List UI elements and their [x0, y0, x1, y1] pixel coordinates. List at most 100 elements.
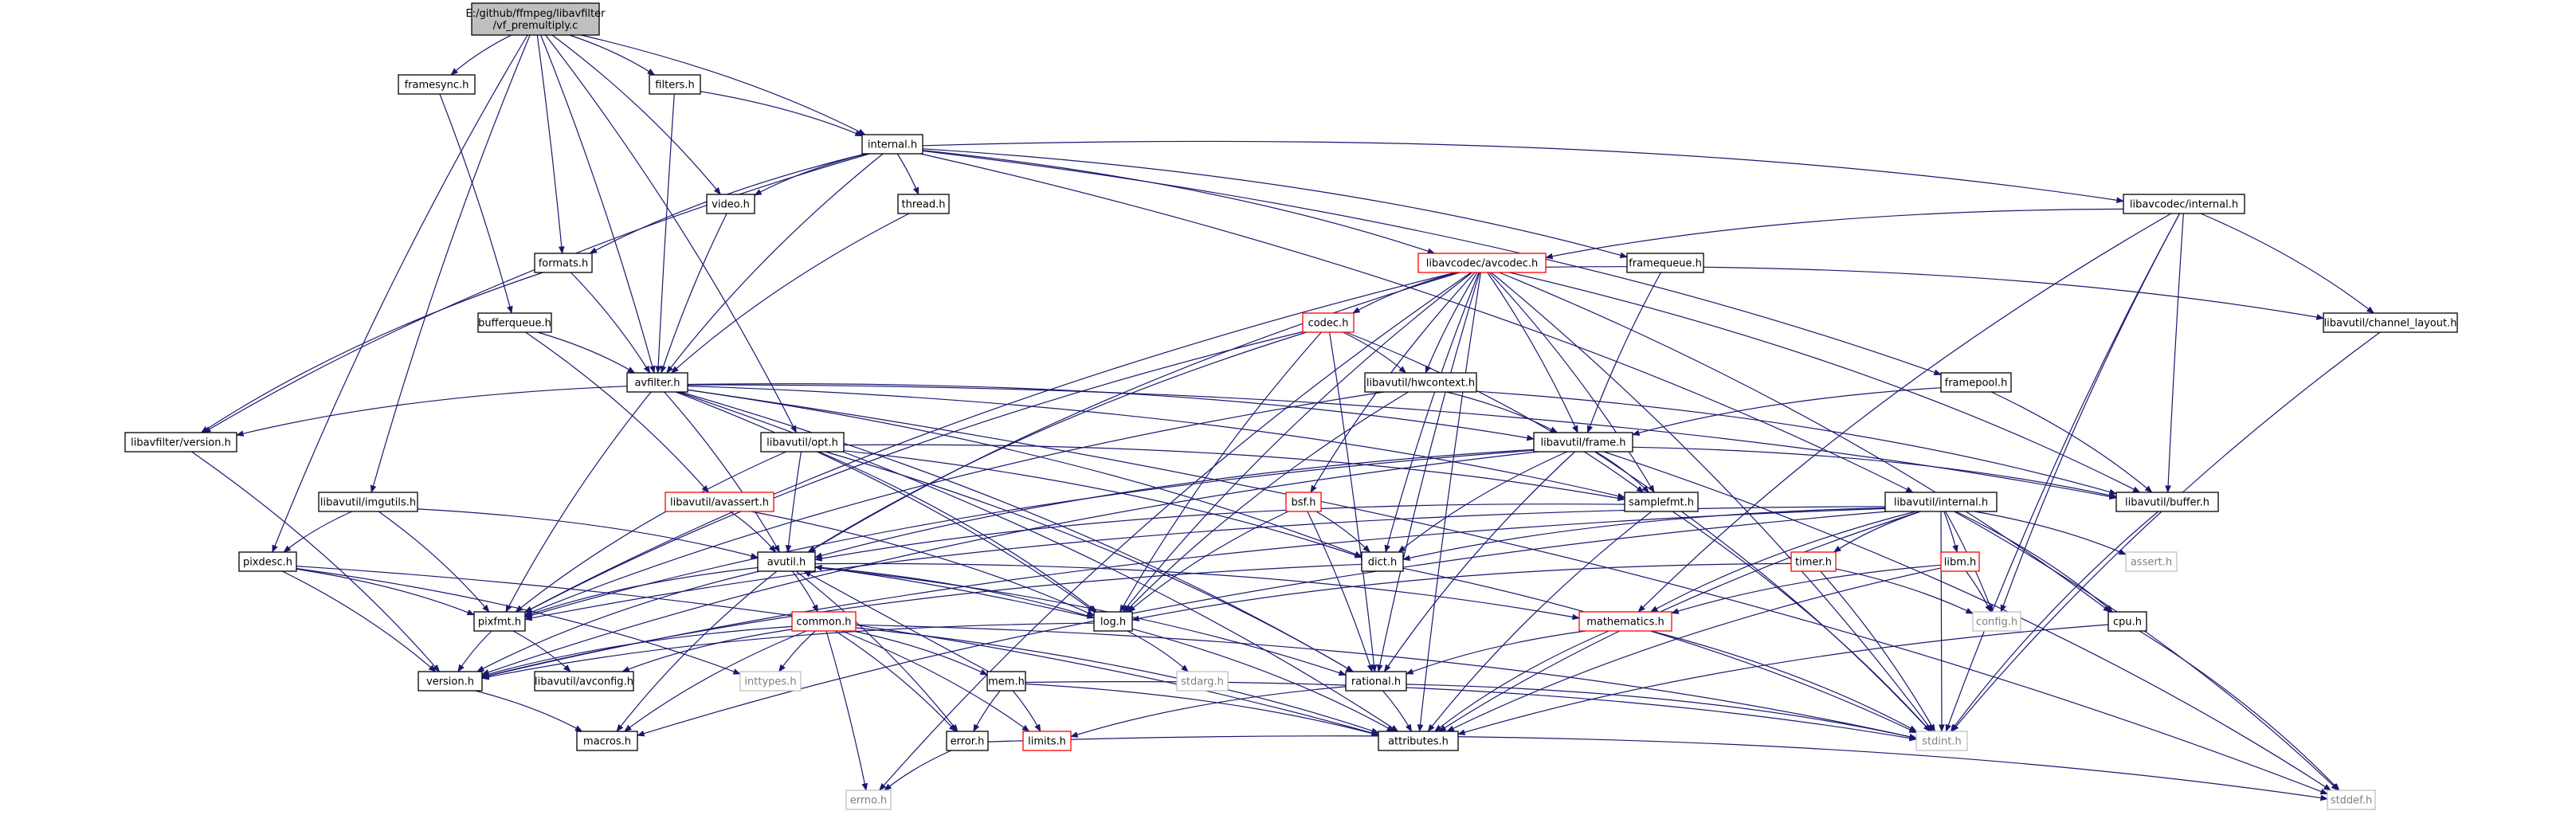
node-root[interactable]: E:/github/ffmpeg/libavfilter/vf_premulti… [466, 2, 606, 36]
node-label-avcodec: libavcodec/avcodec.h [1426, 258, 1539, 270]
node-box-cpu [2107, 611, 2147, 632]
node-box-lavu_internal [1884, 492, 1998, 512]
node-cpu[interactable]: cpu.h [2107, 611, 2147, 632]
node-avfilter[interactable]: avfilter.h [626, 372, 688, 393]
edge-lavc_internal-to-channel_layout [2200, 213, 2374, 314]
edge-mathematics-to-stdint [1650, 630, 1918, 732]
edge-internal-to-avfilter [666, 153, 884, 374]
edge-lavu_internal-to-mathematics [1649, 511, 1916, 613]
edge-frame-to-rational [1383, 451, 1576, 672]
edge-bsf-to-dict [1315, 511, 1370, 553]
node-frame[interactable]: libavutil/frame.h [1533, 432, 1633, 453]
node-avassert[interactable]: libavutil/avassert.h [665, 492, 774, 512]
edge-imgutils-to-avutil [417, 508, 759, 559]
node-label-config: config.h [1976, 617, 2017, 629]
edge-lavu_internal-to-dict [1402, 507, 1886, 562]
node-mathematics[interactable]: mathematics.h [1578, 611, 1672, 632]
edge-avcodec-to-errno [879, 272, 1472, 791]
node-filters[interactable]: filters.h [649, 74, 701, 95]
edge-framepool-to-buffer [1990, 391, 2153, 493]
node-pixfmt[interactable]: pixfmt.h [473, 611, 526, 632]
node-framequeue[interactable]: framequeue.h [1626, 253, 1704, 273]
node-label-version: version.h [426, 676, 474, 688]
edge-lavc_internal-to-stdint [1945, 213, 2181, 732]
node-thread[interactable]: thread.h [897, 194, 950, 214]
edge-root-to-internal [580, 34, 866, 135]
edge-samplefmt-to-stdint [1672, 511, 1931, 732]
node-label-common: common.h [797, 617, 852, 629]
node-label-error: error.h [951, 736, 985, 748]
node-avconfig[interactable]: libavutil/avconfig.h [534, 671, 634, 692]
node-framepool[interactable]: framepool.h [1940, 372, 2012, 393]
node-lavu_internal[interactable]: libavutil/internal.h [1884, 492, 1998, 512]
node-label-inttypes: inttypes.h [744, 676, 796, 688]
node-video[interactable]: video.h [706, 194, 755, 214]
edge-common-to-stdint [855, 624, 1917, 740]
node-label-lavfi_version: libavfilter/version.h [131, 437, 231, 449]
node-mem[interactable]: mem.h [986, 671, 1026, 692]
edge-libm-to-attributes [1446, 567, 1942, 732]
edge-dict-to-version [481, 563, 1362, 679]
node-rational[interactable]: rational.h [1345, 671, 1407, 692]
edge-hwcontext-to-pixfmt [524, 391, 1384, 616]
node-imgutils[interactable]: libavutil/imgutils.h [318, 492, 418, 512]
edge-libm-to-mathematics [1671, 564, 1942, 614]
edge-codec-to-hwcontext [1343, 331, 1407, 374]
edge-mem-to-avutil [803, 570, 990, 672]
edge-avutil-to-mathematics [814, 562, 1580, 621]
node-hwcontext[interactable]: libavutil/hwcontext.h [1364, 372, 1477, 393]
node-lavc_internal[interactable]: libavcodec/internal.h [2123, 194, 2245, 214]
edge-avcodec-to-dict [1384, 272, 1480, 553]
node-opt[interactable]: libavutil/opt.h [760, 432, 845, 453]
node-bufferqueue[interactable]: bufferqueue.h [477, 312, 552, 333]
edge-avutil-to-rational [814, 566, 1347, 676]
node-channel_layout[interactable]: libavutil/channel_layout.h [2323, 312, 2458, 333]
node-label-framepool: framepool.h [1945, 378, 2008, 390]
edge-common-to-limits [841, 630, 1030, 732]
node-box-pixdesc [238, 551, 297, 572]
edge-root-to-pixdesc [272, 34, 528, 553]
edge-bsf-to-rational [1307, 511, 1374, 672]
node-log[interactable]: log.h [1093, 611, 1133, 632]
node-label-opt: libavutil/opt.h [767, 437, 838, 449]
node-samplefmt[interactable]: samplefmt.h [1624, 492, 1699, 512]
node-label-avutil: avutil.h [767, 557, 806, 569]
node-box-avconfig [534, 671, 634, 692]
node-box-codec [1302, 312, 1355, 333]
edge-frame-to-pixfmt [524, 449, 1535, 618]
edge-common-to-errno [825, 630, 868, 791]
node-avutil[interactable]: avutil.h [757, 551, 816, 572]
edge-common-to-version [481, 625, 793, 677]
node-framesync[interactable]: framesync.h [398, 74, 476, 95]
node-attributes[interactable]: attributes.h [1378, 731, 1459, 751]
node-libm[interactable]: libm.h [1940, 551, 1980, 572]
node-label-avfilter: avfilter.h [634, 378, 680, 390]
node-box-log [1093, 611, 1133, 632]
node-version[interactable]: version.h [418, 671, 483, 692]
edge-common-to-attributes [855, 627, 1379, 734]
edge-frame-to-stdint [1594, 451, 1931, 732]
node-timer[interactable]: timer.h [1790, 551, 1837, 572]
node-limits[interactable]: limits.h [1022, 731, 1072, 751]
node-avcodec[interactable]: libavcodec/avcodec.h [1417, 253, 1547, 273]
node-label-formats: formats.h [539, 258, 589, 270]
edge-rational-to-attributes [1382, 690, 1413, 732]
node-common[interactable]: common.h [791, 611, 857, 632]
node-lavfi_version[interactable]: libavfilter/version.h [124, 432, 237, 453]
edge-avcodec-to-hwcontext [1425, 272, 1478, 374]
node-pixdesc[interactable]: pixdesc.h [238, 551, 297, 572]
edge-buffer-to-stdint [1950, 511, 2159, 732]
node-box-opt [760, 432, 845, 453]
node-internal[interactable]: internal.h [861, 134, 923, 155]
node-buffer[interactable]: libavutil/buffer.h [2115, 492, 2219, 512]
edge-avfilter-to-buffer [687, 384, 2117, 500]
node-formats[interactable]: formats.h [534, 253, 593, 273]
node-bsf[interactable]: bsf.h [1285, 492, 1322, 512]
node-box-rational [1345, 671, 1407, 692]
node-codec[interactable]: codec.h [1302, 312, 1355, 333]
node-dict[interactable]: dict.h [1361, 551, 1404, 572]
node-error[interactable]: error.h [946, 731, 989, 751]
edge-lavc_internal-to-avcodec [1545, 208, 2124, 260]
node-macros[interactable]: macros.h [576, 731, 638, 751]
